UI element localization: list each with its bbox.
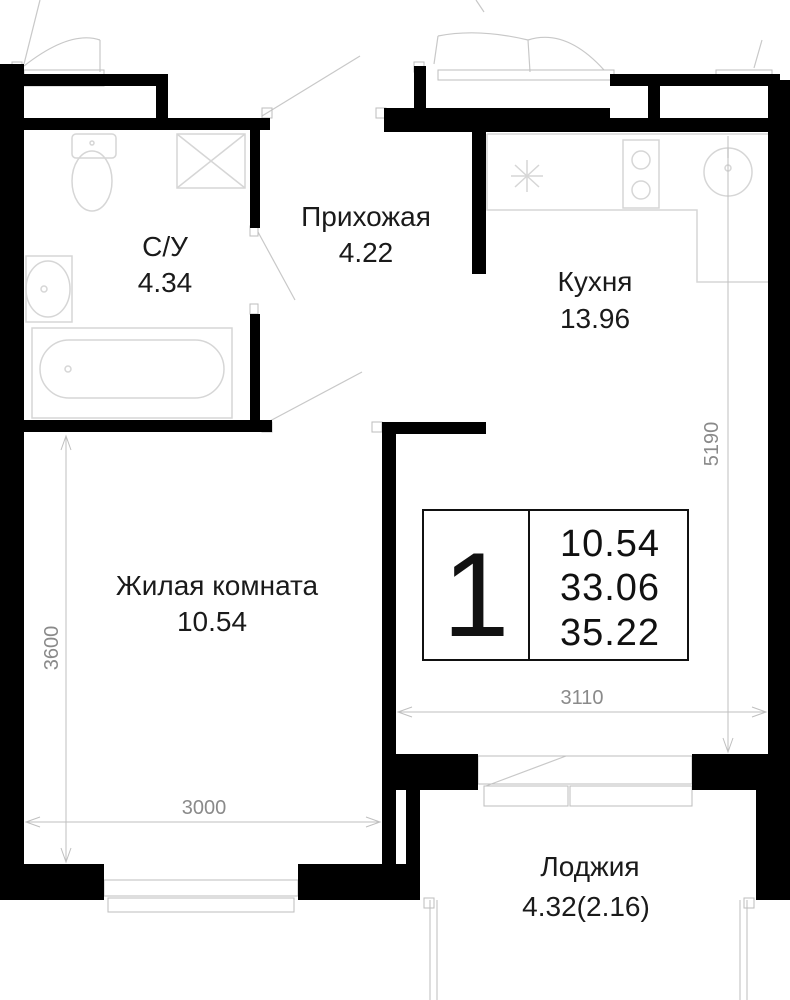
shower-tray bbox=[176, 133, 246, 189]
toilet bbox=[71, 133, 117, 212]
bathroom-area: 4.34 bbox=[138, 267, 193, 298]
living-room-area: 10.54 bbox=[177, 606, 247, 637]
kitchen-area: 13.96 bbox=[560, 303, 630, 334]
living-room-name: Жилая комната bbox=[116, 570, 319, 601]
kitchen-width-dimension: 3110 bbox=[560, 687, 603, 709]
loggia-name: Лоджия bbox=[540, 851, 639, 882]
bathroom-name: С/У bbox=[142, 231, 188, 262]
kitchen-name: Кухня bbox=[558, 266, 633, 297]
hallway-area: 4.22 bbox=[339, 237, 394, 268]
bathtub bbox=[31, 327, 233, 419]
door-swings bbox=[23, 0, 763, 787]
kitchen-height-dimension: 5190 bbox=[701, 422, 723, 467]
walls bbox=[0, 64, 790, 900]
living-height-dimension: 3600 bbox=[41, 626, 63, 671]
kitchen-counter bbox=[486, 133, 768, 283]
washbasin bbox=[25, 255, 73, 323]
living-width-dimension: 3000 bbox=[182, 797, 227, 819]
loggia-area: 4.32(2.16) bbox=[522, 891, 650, 922]
summary-total-area: 35.22 bbox=[560, 612, 660, 654]
summary-living-area: 10.54 bbox=[560, 523, 660, 565]
rooms-count: 1 bbox=[443, 528, 510, 662]
dimension-lines bbox=[24, 136, 768, 864]
cooktop bbox=[622, 139, 660, 209]
summary-area-without-loggia: 33.06 bbox=[560, 567, 660, 609]
hallway-name: Прихожая bbox=[301, 201, 431, 232]
apartment-summary: 1 10.54 33.06 35.22 bbox=[422, 509, 689, 662]
